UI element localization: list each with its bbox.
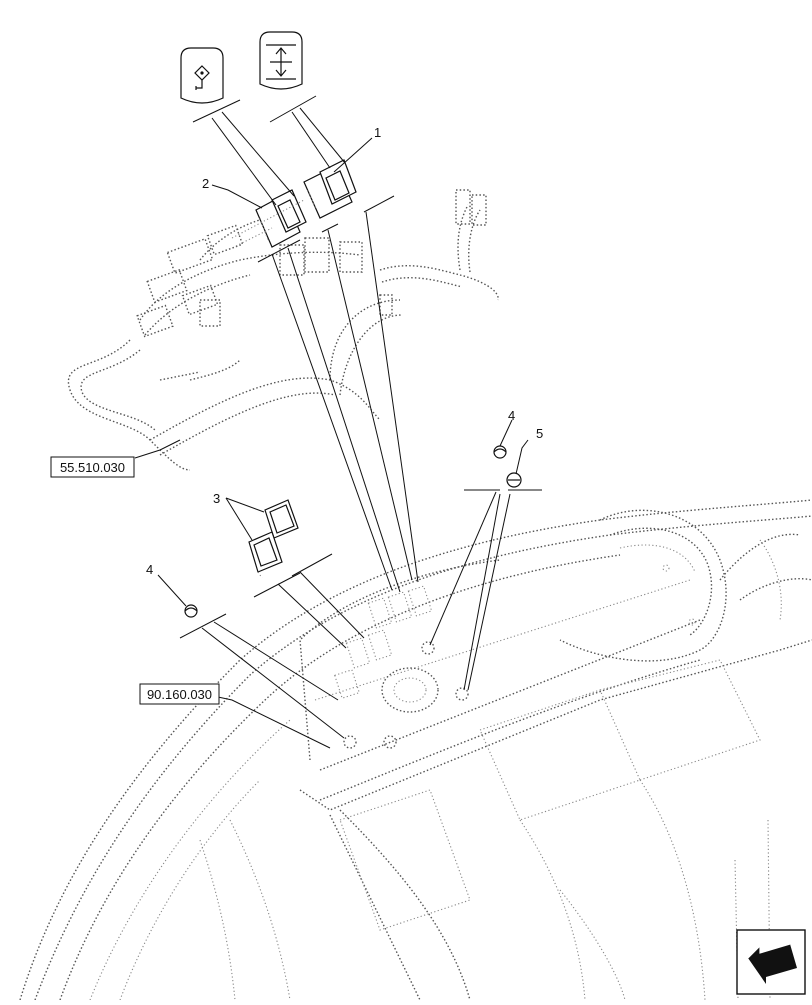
wiring-harness: [67, 189, 499, 471]
callout-3: 3: [213, 491, 220, 506]
previous-page-arrow-icon[interactable]: [736, 929, 806, 995]
console-rotary-knob: [381, 667, 439, 713]
diamond-with-hook-icon: [194, 65, 210, 90]
console-switch-cluster: [334, 585, 433, 699]
screw-hole: [662, 564, 670, 572]
raise-lower-arrows-icon: [266, 44, 296, 80]
reference-harness-text: 55.510.030: [60, 460, 125, 475]
rocker-switch-2: [255, 189, 307, 248]
plug-hole: [455, 687, 469, 701]
rocker-switch-1: [303, 159, 357, 219]
callout-5: 5: [536, 426, 543, 441]
cab-dashboard-outline: [19, 499, 812, 1001]
blanking-plate-3: [248, 531, 283, 579]
symbol-decal-2: [180, 47, 224, 104]
symbol-decal-1: [259, 31, 303, 90]
reference-box-harness[interactable]: 55.510.030: [50, 456, 135, 478]
screw-hole: [688, 618, 696, 626]
callout-1: 1: [374, 125, 381, 140]
callout-2: 2: [202, 176, 209, 191]
blanking-plate-3: [264, 499, 299, 539]
plug-5: [506, 472, 522, 488]
plug-4-upper: [493, 445, 507, 459]
plug-4-lower: [184, 604, 198, 618]
callout-4-lower: 4: [146, 562, 153, 577]
harness-connector-block: [136, 189, 487, 338]
reference-box-dashboard[interactable]: 90.160.030: [139, 683, 220, 705]
plug-hole: [383, 735, 397, 749]
callout-4-upper: 4: [508, 408, 515, 423]
reference-dashboard-text: 90.160.030: [147, 687, 212, 702]
plug-hole: [421, 641, 435, 655]
callout-leaders: [134, 137, 529, 749]
explosion-lines: [179, 95, 542, 739]
plug-hole: [343, 735, 357, 749]
